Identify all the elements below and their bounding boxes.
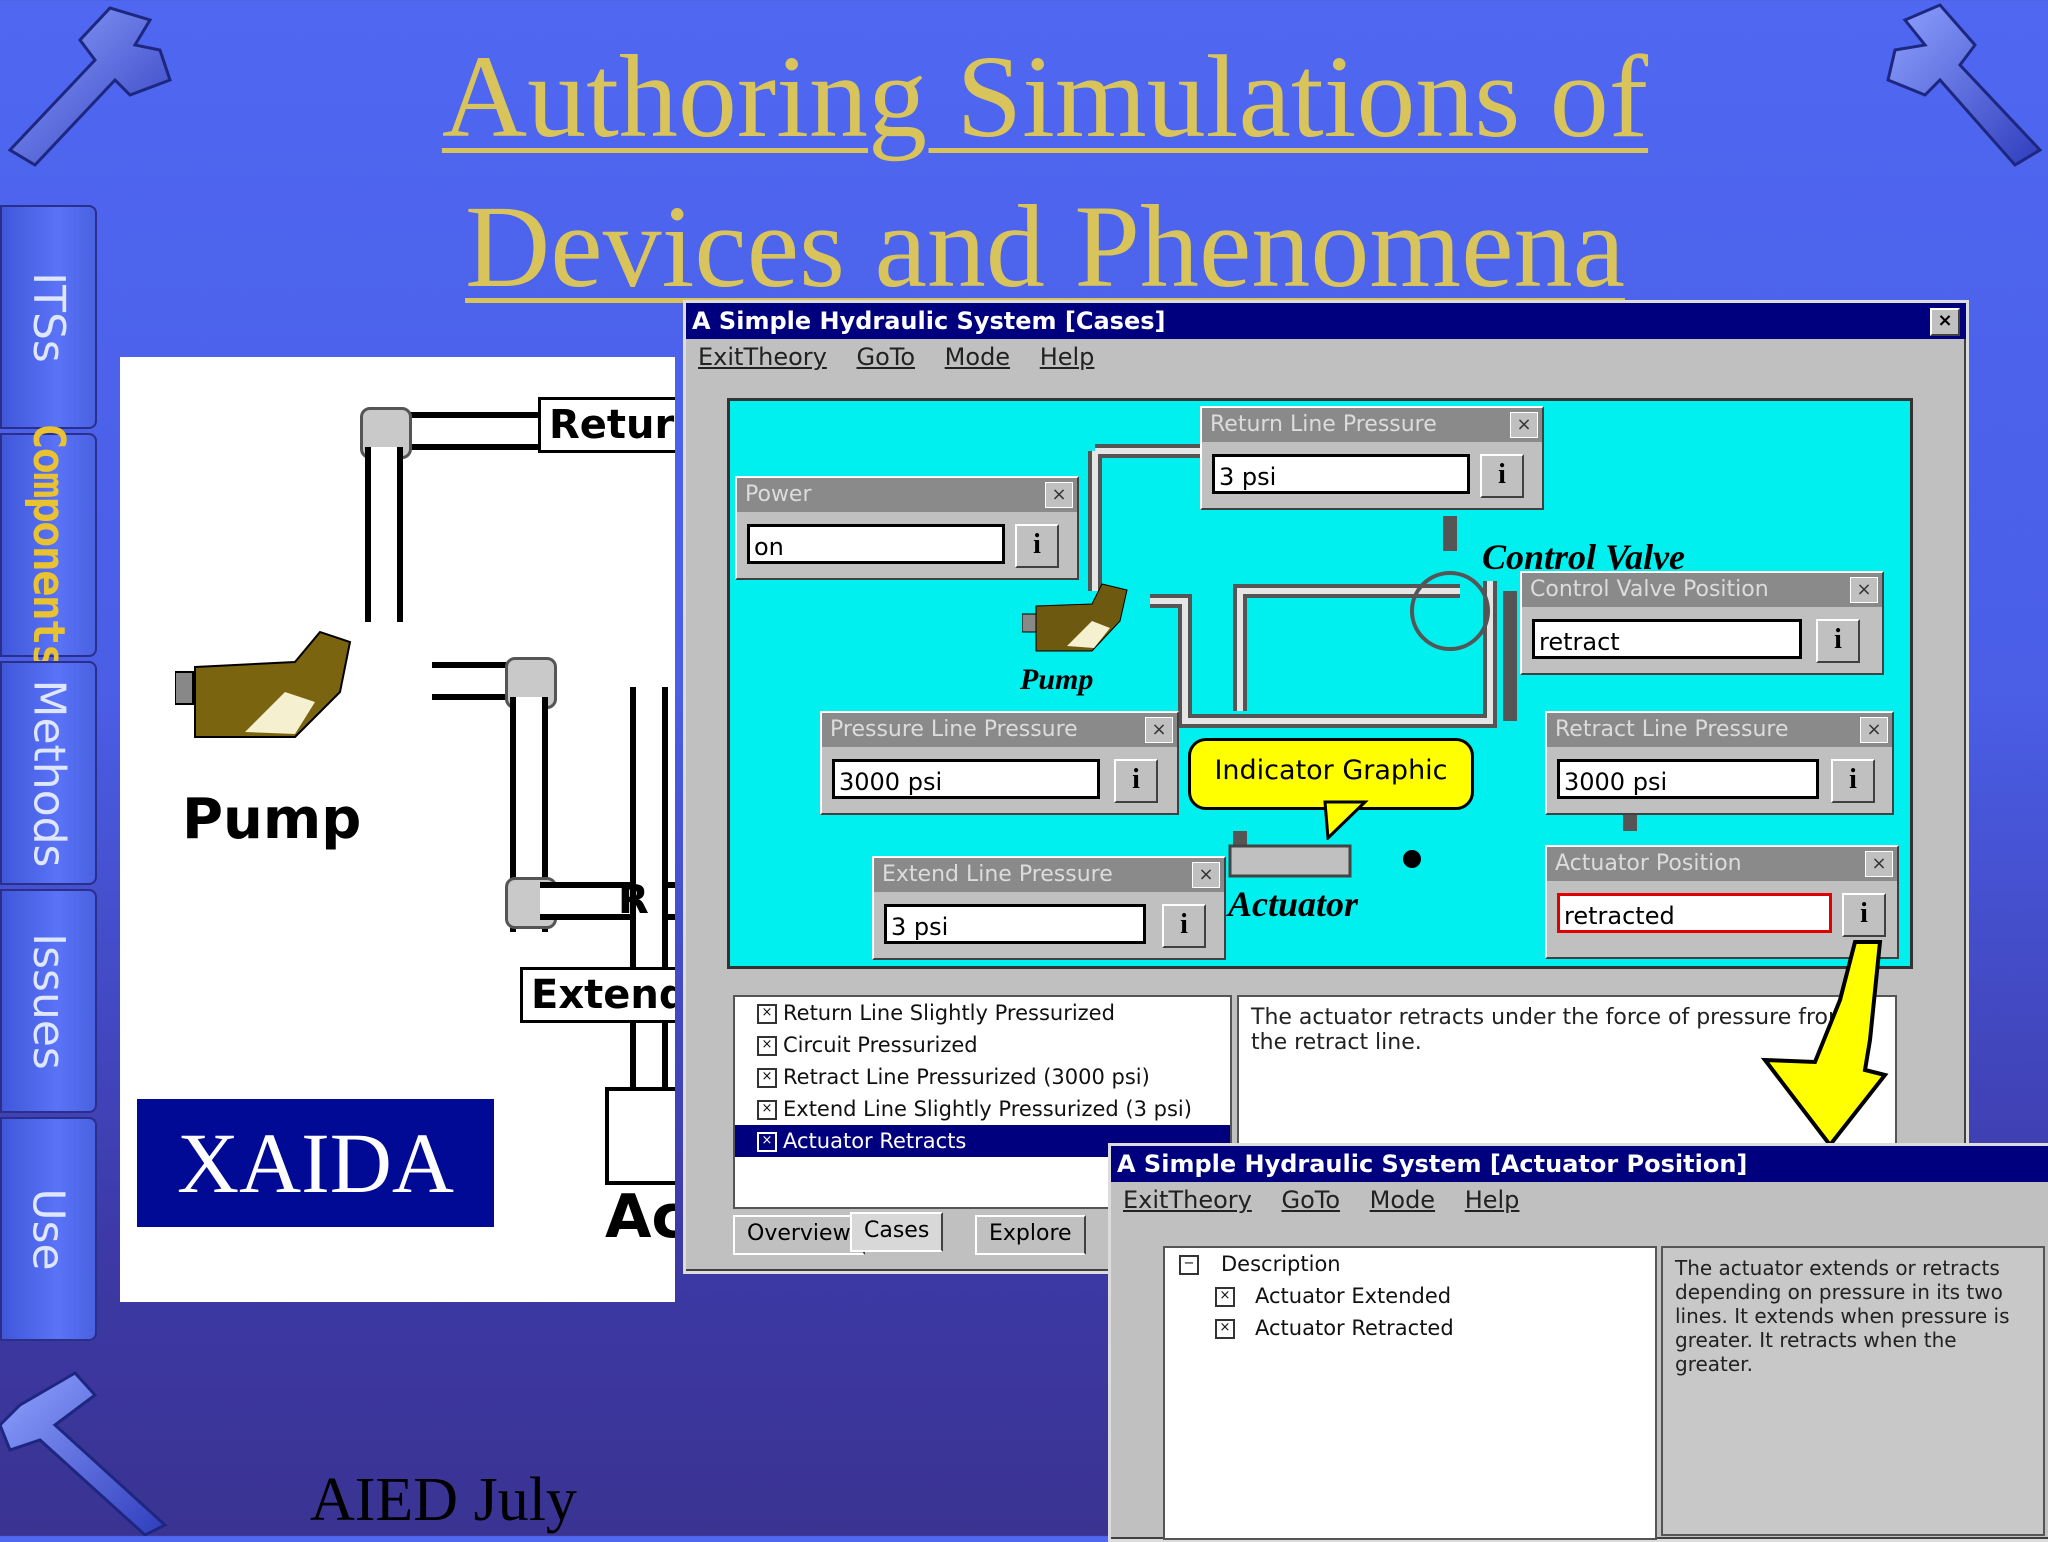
tree-item[interactable]: ×Actuator Retracted	[1165, 1312, 1655, 1344]
list-item[interactable]: ×Extend Line Slightly Pressurized (3 psi…	[735, 1093, 1230, 1125]
pump-icon	[1021, 576, 1132, 666]
close-icon[interactable]: ×	[1850, 577, 1878, 603]
checkbox-icon: ×	[1215, 1319, 1235, 1339]
pump-label: Pump	[182, 787, 362, 852]
power-panel: Power× on i	[735, 476, 1079, 580]
main-menubar: ExitTheory GoTo Mode Help	[686, 339, 1966, 375]
pressure-line-value: 3000 psi	[832, 759, 1100, 799]
checkbox-icon: ×	[757, 1036, 777, 1056]
simulation-canvas: Pump Control Valve Actuator Return Line …	[727, 398, 1913, 969]
footer-text: AIED July	[310, 1466, 577, 1534]
menu-help[interactable]: Help	[1464, 1186, 1520, 1214]
info-icon[interactable]: i	[1015, 524, 1059, 568]
checkbox-icon: ×	[757, 1068, 777, 1088]
checkbox-icon: ×	[1215, 1287, 1235, 1307]
close-icon[interactable]: ×	[1192, 862, 1220, 888]
extend-line-panel: Extend Line Pressure× 3 psi i	[872, 856, 1226, 960]
arrow-icon	[1760, 940, 1889, 1149]
info-icon[interactable]: i	[1162, 904, 1206, 948]
menu-exit-theory[interactable]: ExitTheory	[698, 343, 827, 371]
tab-use[interactable]: Use	[0, 1117, 97, 1341]
extend-label: Extend	[520, 967, 675, 1023]
list-item[interactable]: ×Circuit Pressurized	[735, 1029, 1230, 1061]
wrench-icon	[1880, 0, 2048, 170]
close-icon[interactable]: ×	[1860, 717, 1888, 743]
checkbox-icon: ×	[757, 1132, 777, 1152]
tree-root[interactable]: −Description	[1165, 1248, 1655, 1280]
sim-control-valve-label: Control Valve	[1482, 537, 1686, 577]
hammer-icon	[0, 1365, 175, 1536]
return-line-value: 3 psi	[1212, 454, 1470, 494]
list-item[interactable]: ×Retract Line Pressurized (3000 psi)	[735, 1061, 1230, 1093]
menu-mode[interactable]: Mode	[944, 343, 1011, 371]
actuator-position-window: A Simple Hydraulic System [Actuator Posi…	[1108, 1143, 2048, 1542]
info-icon[interactable]: i	[1114, 759, 1158, 803]
actuator-description: The actuator extends or retracts dependi…	[1661, 1246, 2045, 1536]
menu-goto[interactable]: GoTo	[856, 343, 916, 371]
tab-components[interactable]: Components	[0, 423, 97, 667]
info-icon[interactable]: i	[1816, 619, 1860, 663]
checkbox-icon: ×	[757, 1100, 777, 1120]
control-valve-select[interactable]: retract	[1532, 619, 1802, 659]
tab-methods[interactable]: Methods	[0, 661, 97, 885]
pump-icon	[174, 622, 375, 767]
info-icon[interactable]: i	[1842, 893, 1886, 937]
second-window-title: A Simple Hydraulic System [Actuator Posi…	[1111, 1146, 2048, 1182]
list-item[interactable]: ×Return Line Slightly Pressurized	[735, 997, 1230, 1029]
retract-line-value: 3000 psi	[1557, 759, 1819, 799]
slide-title-line1: Authoring Simulations of	[441, 31, 1649, 162]
close-icon[interactable]: ×	[1145, 717, 1173, 743]
checkbox-icon: ×	[757, 1004, 777, 1024]
menu-help[interactable]: Help	[1039, 343, 1095, 371]
actuator-label: Ac	[605, 1182, 675, 1252]
tab-itss[interactable]: ITSs	[0, 205, 97, 429]
return-line-panel: Return Line Pressure× 3 psi i	[1200, 406, 1544, 510]
menu-mode[interactable]: Mode	[1369, 1186, 1436, 1214]
return-label: Returr	[538, 397, 675, 453]
valve-icon	[1410, 571, 1490, 651]
actuator-body	[605, 1087, 675, 1185]
control-valve-panel: Control Valve Position× retract i	[1520, 571, 1884, 675]
pressure-line-panel: Pressure Line Pressure× 3000 psi i	[820, 711, 1179, 815]
power-select[interactable]: on	[747, 524, 1005, 564]
xaida-label: XAIDA	[137, 1099, 494, 1227]
info-icon[interactable]: i	[1480, 454, 1524, 498]
info-icon[interactable]: i	[1831, 759, 1875, 803]
wrench-icon	[0, 0, 175, 170]
retract-line-panel: Retract Line Pressure× 3000 psi i	[1545, 711, 1894, 815]
pump-pipe	[365, 447, 403, 622]
extend-line-value: 3 psi	[884, 904, 1146, 944]
second-menubar: ExitTheory GoTo Mode Help	[1111, 1182, 2048, 1218]
tree-item[interactable]: ×Actuator Extended	[1165, 1280, 1655, 1312]
slide-title-line2: Devices and Phenomena	[465, 181, 1625, 312]
menu-goto[interactable]: GoTo	[1281, 1186, 1341, 1214]
side-tabs: ITSs Components Methods Issues Use	[0, 205, 100, 1341]
close-icon[interactable]: ×	[1510, 412, 1538, 438]
tab-overview[interactable]: Overview	[733, 1215, 865, 1255]
callout-pointer	[1323, 800, 1369, 840]
actuator-tree: −Description ×Actuator Extended ×Actuato…	[1163, 1246, 1657, 1540]
main-window-title: A Simple Hydraulic System [Cases] ×	[686, 303, 1966, 339]
tab-explore[interactable]: Explore	[975, 1215, 1086, 1255]
sim-actuator-label: Actuator	[1228, 884, 1359, 924]
menu-exit-theory[interactable]: ExitTheory	[1123, 1186, 1252, 1214]
checkbox-icon: −	[1179, 1255, 1199, 1275]
actuator-position-panel: Actuator Position× retracted i	[1545, 845, 1899, 959]
sim-pump-label: Pump	[1020, 663, 1094, 696]
close-icon[interactable]: ×	[1045, 482, 1073, 508]
close-icon[interactable]: ×	[1930, 308, 1960, 336]
partial-label: R	[618, 877, 649, 923]
actuator-position-value: retracted	[1557, 893, 1832, 933]
tab-issues[interactable]: Issues	[0, 889, 97, 1113]
close-icon[interactable]: ×	[1865, 851, 1893, 877]
pipe-network	[1088, 444, 1637, 878]
tab-cases[interactable]: Cases	[850, 1212, 944, 1252]
